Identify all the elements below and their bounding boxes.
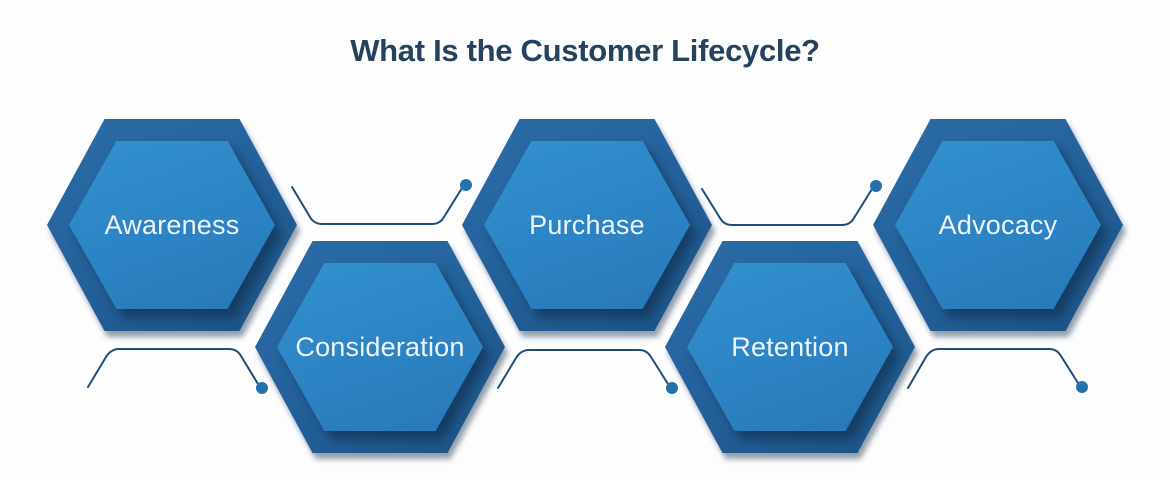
stage-label-purchase: Purchase [529, 209, 645, 240]
connector-line-below-advocacy [907, 348, 1079, 389]
connector-dot-consideration-retention [666, 382, 678, 394]
hexagon-consideration: Consideration [255, 241, 505, 453]
hexagon-retention: Retention [665, 241, 915, 453]
hexagon-advocacy-outer: Advocacy [873, 119, 1123, 331]
hexagon-retention-outer: Retention [665, 241, 915, 453]
hexagon-advocacy: Advocacy [873, 119, 1123, 331]
stage-label-consideration: Consideration [295, 331, 465, 362]
connector-dot-awareness-purchase [460, 179, 472, 191]
hexagon-advocacy-inner-wrap: Advocacy [895, 141, 1101, 309]
connector-dot-purchase-advocacy [870, 180, 882, 192]
hexagon-consideration-inner-wrap: Consideration [277, 263, 483, 431]
hexagon-consideration-inner: Consideration [277, 263, 483, 431]
stage-label-retention: Retention [731, 331, 849, 362]
hexagon-retention-inner: Retention [687, 263, 893, 431]
hexagon-awareness: Awareness [47, 119, 297, 331]
connector-line-awareness-purchase [291, 186, 463, 225]
hexagon-retention-inner-wrap: Retention [687, 263, 893, 431]
hexagon-purchase-inner-wrap: Purchase [484, 141, 690, 309]
stage-label-advocacy: Advocacy [938, 209, 1058, 240]
connector-dot-below-awareness [256, 382, 268, 394]
connector-dot-below-advocacy [1076, 381, 1088, 393]
connector-line-purchase-advocacy [701, 188, 873, 226]
hexagon-purchase-inner: Purchase [484, 141, 690, 309]
hexagon-consideration-outer: Consideration [255, 241, 505, 453]
hexagon-advocacy-inner: Advocacy [895, 141, 1101, 309]
connector-line-below-awareness [87, 348, 259, 388]
hexagon-awareness-outer: Awareness [47, 119, 297, 331]
hexagon-awareness-inner: Awareness [69, 141, 275, 309]
stage-label-awareness: Awareness [104, 209, 240, 240]
hexagon-purchase-outer: Purchase [462, 119, 712, 331]
hexagon-awareness-inner-wrap: Awareness [69, 141, 275, 309]
hexagon-purchase: Purchase [462, 119, 712, 331]
connector-line-consideration-retention [497, 349, 669, 389]
page-title: What Is the Customer Lifecycle? [350, 33, 820, 68]
